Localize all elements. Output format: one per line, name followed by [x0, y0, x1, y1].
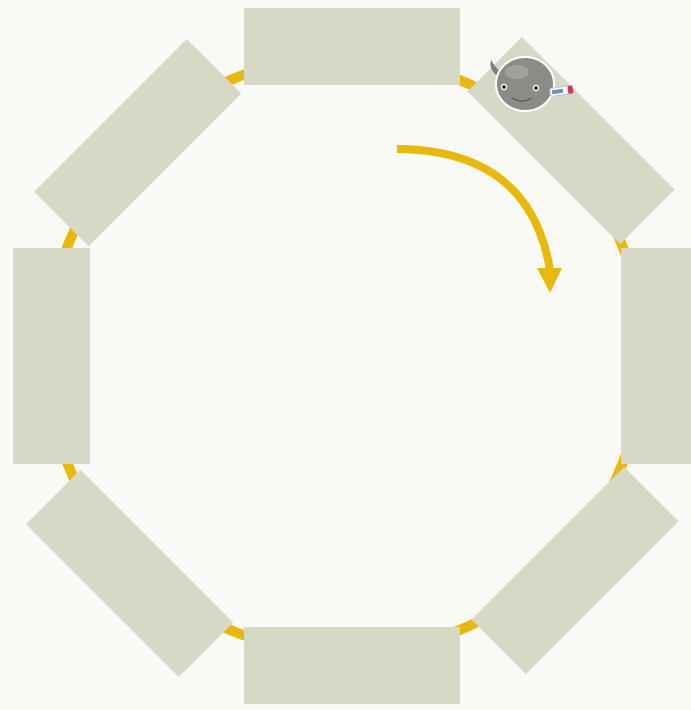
slot-tile-bottom-right: [471, 467, 678, 674]
clockwise-arrow-icon: [397, 149, 562, 293]
creature-highlight: [505, 65, 529, 79]
slot-tile-top-right: [467, 37, 674, 244]
slot-tile-top: [244, 8, 460, 85]
creature-pupil-right: [534, 86, 538, 90]
slot-tile-left: [13, 248, 90, 464]
slot-tile-top-left: [34, 39, 241, 246]
slot-tile-bottom-left: [26, 470, 233, 677]
arrow-head: [537, 268, 562, 293]
creature-pupil-left: [502, 85, 506, 89]
arrow-shaft: [397, 149, 550, 270]
slot-tile-bottom: [244, 627, 460, 704]
slot-tile-right: [621, 248, 691, 464]
